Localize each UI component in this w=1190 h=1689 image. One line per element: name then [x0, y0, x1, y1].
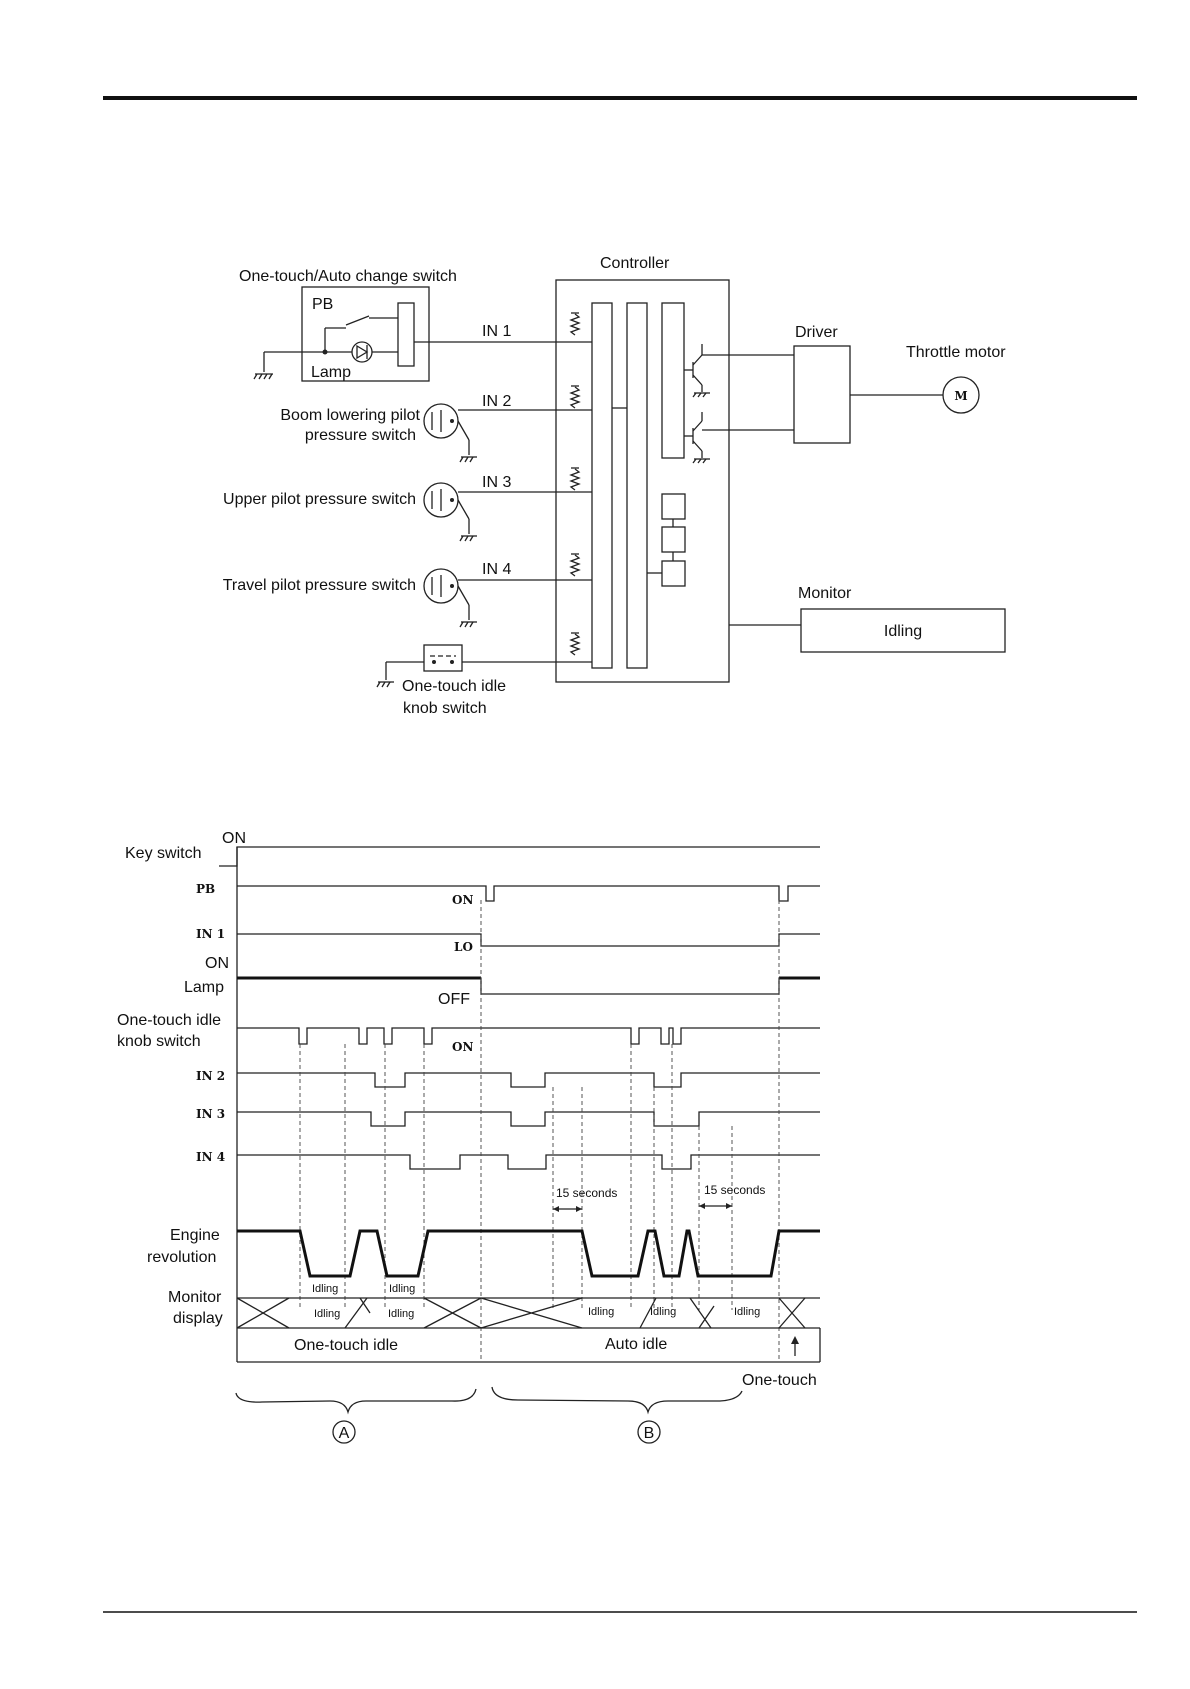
motor-icon [942, 376, 980, 414]
knob-row-label-1: One-touch idle [117, 1012, 221, 1029]
one-touch-label: One-touch [742, 1372, 817, 1389]
monitor-idling-3: Idling [588, 1306, 614, 1318]
engine-row-label-1: Engine [170, 1227, 220, 1244]
in3-row-label: IN 3 [196, 1107, 225, 1121]
group-b-circle [637, 1420, 661, 1444]
controller-logic-1 [661, 493, 686, 520]
delay-label-1: 15 seconds [556, 1186, 617, 1200]
monitor-box [800, 608, 1006, 653]
controller-label: Controller [600, 255, 670, 272]
pb-row-label: PB [196, 882, 215, 896]
pressure-switch-icon [423, 568, 477, 628]
group-b-label: B [644, 1425, 655, 1442]
knob-switch-label-1: One-touch idle [402, 678, 506, 695]
ground-icon [253, 373, 273, 380]
pb-on-label: ON [452, 893, 473, 907]
in2-row-label: IN 2 [196, 1069, 225, 1083]
knob-switch-label-2: knob switch [403, 700, 487, 717]
engine-idling-1: Idling [312, 1283, 338, 1295]
resistor-in1 [569, 313, 581, 336]
delay-label-2: 15 seconds [704, 1183, 765, 1197]
in3-label: IN 3 [482, 474, 511, 491]
mode-auto-label: Auto idle [605, 1336, 667, 1353]
in1-lo-label: LO [454, 940, 473, 954]
pressure-switch-icon [423, 403, 477, 463]
monitor-row-label-2: display [173, 1310, 223, 1327]
pressure-switch-icon [423, 482, 477, 542]
pb-contact [345, 315, 370, 326]
in4-row-label: IN 4 [196, 1150, 225, 1164]
resistor-in2 [569, 386, 581, 409]
lamp-signal-off [480, 978, 780, 995]
brace-a [235, 1388, 477, 1415]
key-switch-signal [219, 846, 820, 867]
throttle-motor-label: Throttle motor [906, 344, 1006, 361]
monitor-idling-1: Idling [314, 1308, 340, 1320]
key-on-label: ON [222, 830, 246, 847]
block-diagram: Controller One-touch/Auto change switch [223, 255, 1007, 717]
engine-idling-2: Idling [389, 1283, 415, 1295]
mode-one-touch-label: One-touch idle [294, 1337, 398, 1354]
monitor-idling-4: Idling [650, 1306, 676, 1318]
knob-switch-signal [237, 1027, 820, 1045]
change-switch-label: One-touch/Auto change switch [239, 268, 457, 285]
boom-switch-label-1: Boom lowering pilot [280, 407, 420, 424]
motor-symbol: M [954, 389, 967, 403]
in4-signal [237, 1154, 820, 1170]
resistor-knob [569, 633, 581, 656]
knob-row-label-2: knob switch [117, 1033, 201, 1050]
lamp-label: Lamp [311, 364, 351, 381]
in1-signal [237, 933, 820, 947]
monitor-idling-5: Idling [734, 1306, 760, 1318]
controller-logic-2 [661, 526, 686, 553]
lamp-row-label: Lamp [184, 979, 224, 996]
driver-label: Driver [795, 324, 838, 341]
knob-on-label: ON [452, 1040, 473, 1054]
monitor-row-label-1: Monitor [168, 1289, 222, 1306]
monitor-idling-2: Idling [388, 1308, 414, 1320]
group-a-label: A [339, 1425, 350, 1442]
controller-bus-2 [626, 302, 648, 669]
pb-signal [237, 885, 820, 902]
group-a-circle [332, 1420, 356, 1444]
engine-row-label-2: revolution [147, 1249, 216, 1266]
resistor-in3 [569, 468, 581, 491]
in3-signal [237, 1111, 820, 1127]
pb-label: PB [312, 296, 333, 313]
timing-chart: ON Key switch PB IN 1 ON Lamp One-touch … [117, 830, 821, 1444]
monitor-display-signal: Idling Idling Idling Idling Idling [236, 1297, 820, 1329]
lamp-on-label: ON [205, 955, 229, 972]
monitor-label: Monitor [798, 585, 852, 602]
key-switch-label: Key switch [125, 845, 201, 862]
controller-bus-1 [591, 302, 613, 669]
lamp-off-label: OFF [438, 991, 470, 1008]
controller-logic-3 [661, 560, 686, 587]
upper-switch-label: Upper pilot pressure switch [223, 491, 416, 508]
engine-signal [237, 1229, 820, 1278]
in1-row-label: IN 1 [196, 927, 225, 941]
ground-icon [376, 681, 394, 688]
travel-switch-label: Travel pilot pressure switch [223, 577, 416, 594]
delay-annotation-1: 15 seconds [553, 1186, 617, 1212]
pullup-resistors [569, 312, 581, 656]
change-switch-block [397, 302, 415, 367]
resistor-in4 [569, 554, 581, 577]
in1-label: IN 1 [482, 323, 511, 340]
boom-switch-label-2: pressure switch [305, 427, 416, 444]
in2-signal [237, 1072, 820, 1088]
timing-markers [299, 900, 780, 1362]
transistor-icon [684, 412, 794, 464]
controller-output-block [661, 302, 685, 459]
delay-annotation-2: 15 seconds [699, 1183, 765, 1209]
driver-box [793, 345, 851, 444]
lamp-icon [351, 341, 373, 363]
in4-label: IN 4 [482, 561, 511, 578]
knob-switch-box [423, 644, 463, 672]
in2-label: IN 2 [482, 393, 511, 410]
brace-b [491, 1386, 743, 1415]
monitor-display-text: Idling [884, 623, 922, 640]
transistor-icon [684, 344, 794, 398]
